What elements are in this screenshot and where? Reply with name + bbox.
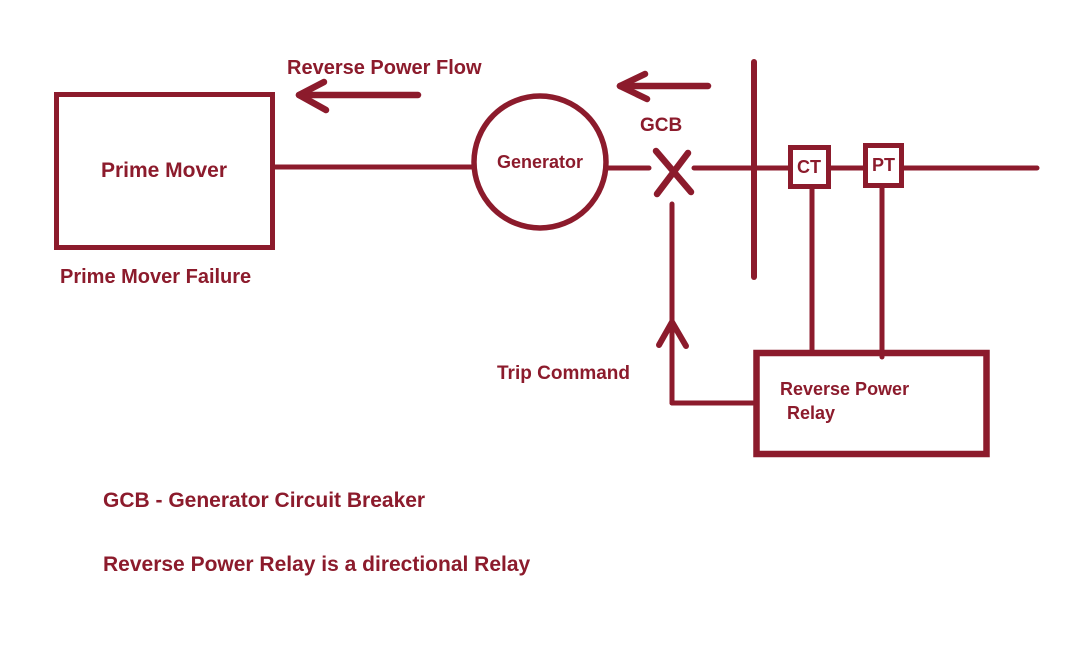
- relay-box: [753, 349, 990, 458]
- relay-label: Reverse Power Relay: [780, 377, 909, 425]
- relay-label-line1: Reverse Power: [780, 379, 910, 399]
- ct-label: CT: [797, 156, 821, 177]
- gcb-breaker-x-icon: [652, 147, 695, 198]
- trip-command-label: Trip Command: [497, 363, 631, 384]
- generator-label: Generator: [496, 151, 584, 172]
- trip-command-line: [669, 201, 756, 406]
- generator-circle: [471, 93, 609, 231]
- relay-label-line2: Relay: [787, 403, 836, 423]
- busbar-flow-arrow-icon: [616, 70, 712, 103]
- relay-directional-note: Reverse Power Relay is a directional Rel…: [103, 553, 531, 576]
- prime-mover-box: [54, 92, 275, 250]
- trip-arrow-icon: [656, 315, 689, 349]
- pt-label: PT: [871, 154, 895, 175]
- prime-mover-failure-label: Prime Mover Failure: [60, 266, 252, 288]
- reverse-power-flow-label: Reverse Power Flow: [287, 57, 482, 79]
- gcb-label: GCB: [640, 115, 683, 136]
- prime-mover-label: Prime Mover: [100, 158, 228, 182]
- reverse-power-flow-arrow-icon: [295, 78, 422, 114]
- gcb-definition-note: GCB - Generator Circuit Breaker: [103, 489, 426, 512]
